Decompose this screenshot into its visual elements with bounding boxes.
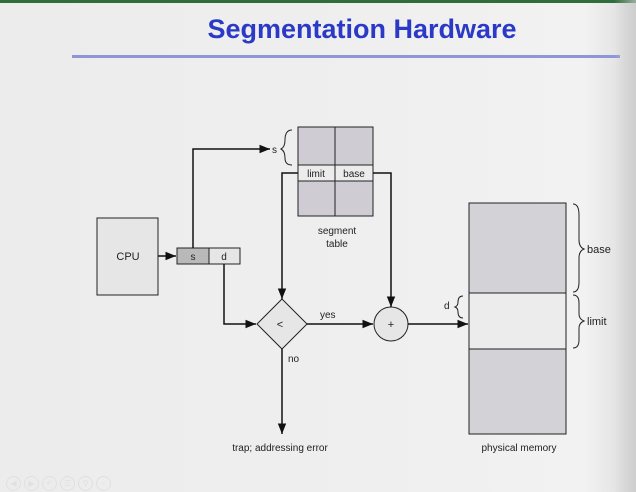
prev-icon[interactable]: ◀ [6, 476, 21, 491]
limit-header: limit [307, 169, 325, 180]
segment-table: limit base [297, 126, 374, 217]
slide-title: Segmentation Hardware [207, 14, 517, 44]
memory-segment [468, 292, 567, 350]
table-s-label: s [272, 145, 277, 156]
slide-nav-controls: ◀ ▶ ↶ ☰ ⚲ − [6, 476, 111, 491]
limit-brace [572, 294, 586, 349]
offset-d-label: d [444, 301, 450, 312]
address-d-label: d [221, 252, 227, 263]
cpu-box: CPU [96, 217, 159, 296]
table-s-brace [279, 129, 293, 166]
adder-circle: + [373, 306, 409, 342]
trap-label: trap; addressing error [232, 443, 328, 454]
no-label: no [288, 354, 300, 365]
next-icon[interactable]: ▶ [24, 476, 39, 491]
memory-caption: physical memory [481, 443, 556, 454]
address-s-label: s [191, 252, 196, 263]
offset-d-brace [453, 295, 464, 319]
undo-icon[interactable]: ↶ [42, 476, 57, 491]
slide-edge-shadow [614, 0, 636, 492]
segment-table-caption-line1: segment [318, 226, 357, 237]
memory-limit-label: limit [587, 316, 607, 328]
top-accent-bar [0, 0, 636, 3]
yes-label: yes [320, 310, 336, 321]
search-icon[interactable]: ⚲ [78, 476, 93, 491]
compare-symbol: < [277, 319, 283, 331]
physical-memory [468, 202, 567, 435]
memory-base-label: base [587, 244, 611, 256]
base-header: base [343, 169, 365, 180]
s-to-table-arrow [192, 144, 270, 248]
compare-diamond: < [256, 298, 308, 350]
segment-table-caption-line2: table [326, 239, 348, 250]
menu-icon[interactable]: ☰ [60, 476, 75, 491]
base-brace [572, 203, 586, 293]
limit-to-compare-arrow [277, 172, 298, 299]
logical-address: s d [176, 247, 241, 265]
base-to-adder-arrow [373, 172, 396, 307]
d-to-compare-arrow [223, 264, 256, 329]
adder-symbol: + [388, 319, 394, 331]
minus-icon[interactable]: − [96, 476, 111, 491]
title-underline [72, 55, 620, 58]
cpu-label: CPU [116, 251, 139, 263]
